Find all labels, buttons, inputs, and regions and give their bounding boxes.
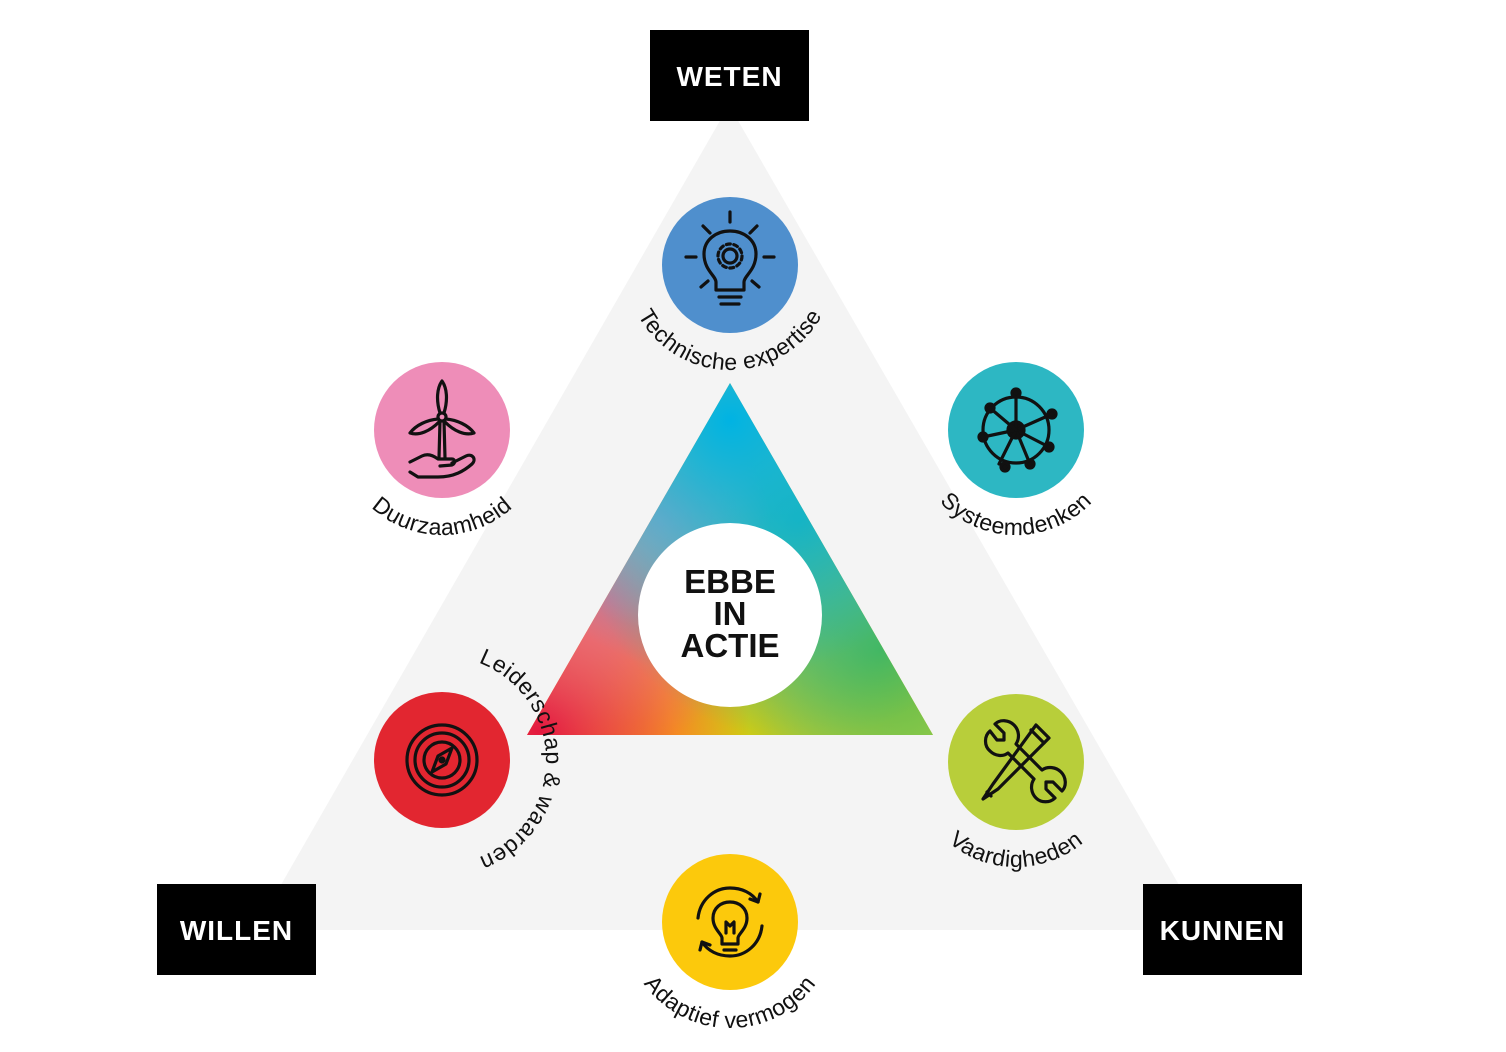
wrench-pencil-icon [981,719,1067,804]
competence-duurzaamheid: Duurzaamheid [368,362,516,540]
center-title-line-1: EBBE [684,563,776,600]
corner-box [157,884,316,975]
competence-circle [662,197,798,333]
center-title-line-2: IN [714,595,747,632]
competence-circle [662,854,798,990]
corner-label-weten: WETEN [676,61,782,92]
corner-label-kunnen: KUNNEN [1160,915,1286,946]
center-circle [638,523,822,707]
wind-turbine-hand-icon [408,379,476,479]
corner-box [650,30,809,121]
network-wheel-icon [977,387,1058,473]
lightbulb-cycle-icon [696,886,764,958]
corner-kunnen: KUNNEN [1143,884,1302,975]
center-title-line-3: ACTIE [681,627,780,664]
competence-systeemdenken: Systeemdenken [936,362,1096,540]
corner-weten: WETEN [650,30,809,121]
compass-icon [405,723,479,797]
corner-box [1143,884,1302,975]
lightbulb-gear-icon [684,210,776,306]
corner-willen: WILLEN [157,884,316,975]
competence-circle [374,362,510,498]
corner-label-willen: WILLEN [180,915,293,946]
